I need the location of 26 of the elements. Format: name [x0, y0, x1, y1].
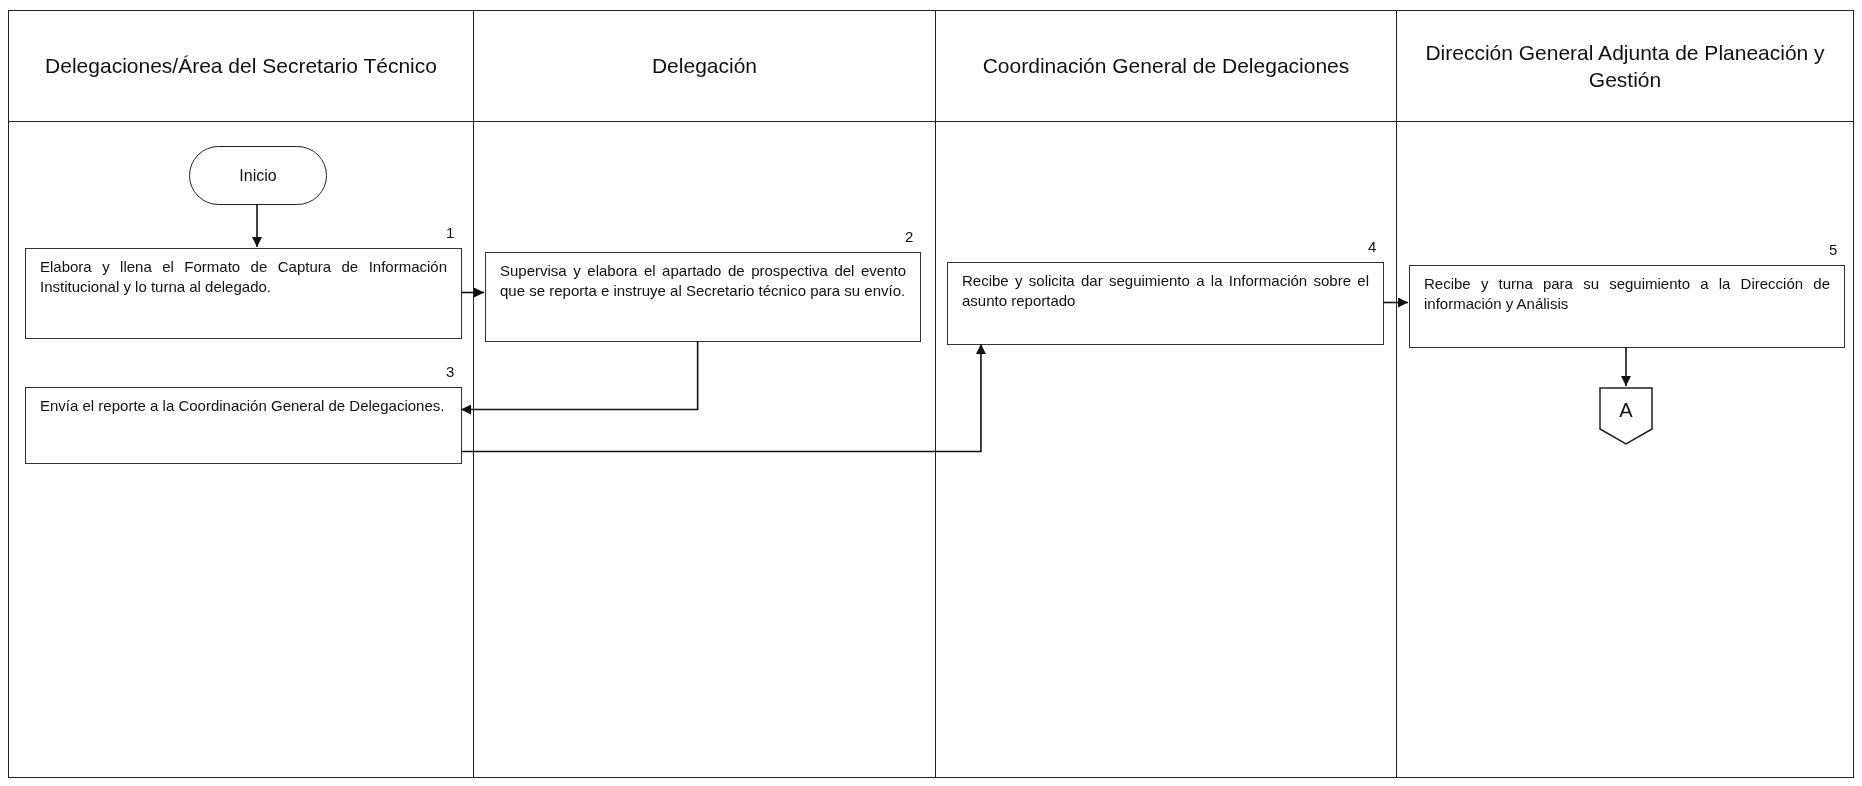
- process-box: Envía el reporte a la Coordinación General de Delegaciones.: [25, 387, 462, 464]
- arrow: [460, 340, 699, 415]
- swimlane: [473, 10, 936, 778]
- swimlane: [935, 10, 1397, 778]
- step-number: 2: [905, 228, 914, 245]
- arrow: [460, 287, 485, 298]
- lane-title: Dirección General Adjunta de Planeación y Gestión: [1424, 39, 1826, 93]
- off-page-connector: A: [1599, 387, 1653, 445]
- lane-title: Delegaciones/Área del Secretario Técnico: [44, 53, 438, 80]
- lane-title: Coordinación General de Delegaciones: [981, 53, 1351, 80]
- step-number: 4: [1368, 238, 1377, 255]
- arrow: [252, 203, 262, 248]
- arrow: [1621, 346, 1631, 387]
- step-number: 3: [446, 363, 455, 380]
- swimlane: [8, 10, 474, 778]
- arrow: [460, 343, 986, 453]
- process-box: Recibe y turna para su seguimiento a la Dirección de información y Análisis: [1409, 265, 1845, 348]
- step-number: 1: [446, 224, 455, 241]
- swimlane: [1396, 10, 1854, 778]
- step-number: 5: [1829, 241, 1838, 258]
- process-box: Elabora y llena el Formato de Captura de Información Institucional y lo turna al delegado.: [25, 248, 462, 339]
- terminal-shape: Inicio: [189, 146, 327, 205]
- arrow: [1382, 297, 1409, 308]
- lane-title: Delegación: [650, 53, 759, 80]
- process-box: Supervisa y elabora el apartado de prospectiva del evento que se reporta e instruye al Secretario técnico para su envío.: [485, 252, 921, 342]
- process-box: Recibe y solicita dar seguimiento a la Información sobre el asunto reportado: [947, 262, 1384, 345]
